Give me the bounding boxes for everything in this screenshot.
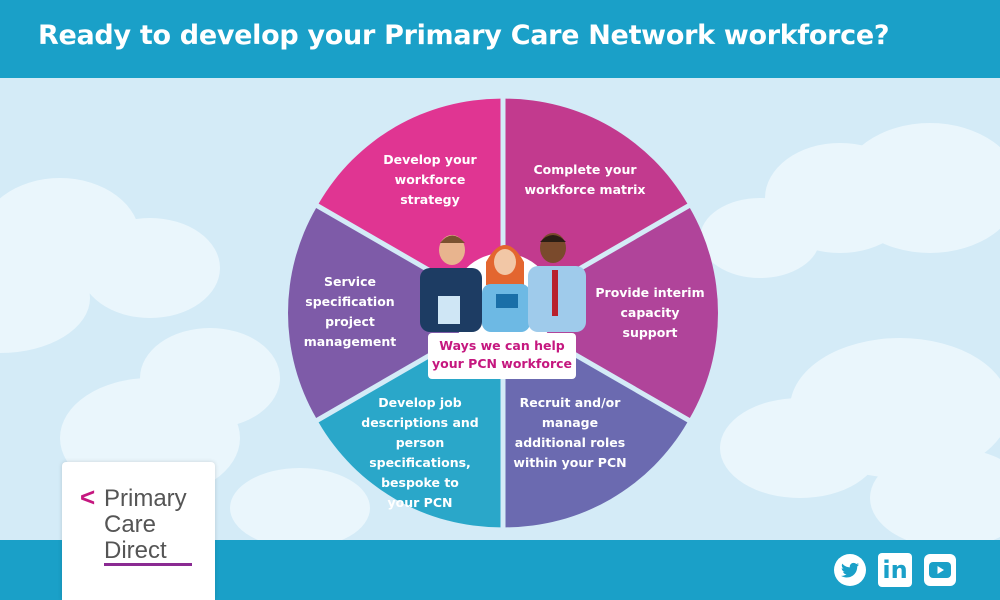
youtube-icon[interactable] (923, 553, 957, 587)
center-caption: Ways we can help your PCN workforce (428, 333, 576, 379)
segment-label-interim-capacity: Provide interim capacity support (595, 285, 705, 340)
logo-line-3: Direct (104, 537, 167, 564)
segment-job-descriptions (288, 208, 498, 418)
sky-background (0, 78, 1000, 540)
clinicians-illustration (420, 233, 586, 332)
linkedin-icon[interactable]: in (878, 553, 912, 587)
primary-care-direct-logo: < Primary Care Direct (62, 462, 215, 600)
logo-underline (104, 563, 192, 566)
center-caption-line2: your PCN workforce (432, 356, 572, 371)
logo-line-1: Primary (104, 485, 187, 512)
segment-workforce-matrix (508, 208, 719, 418)
clouds (0, 123, 1000, 540)
logo-line-2: Care (104, 511, 157, 538)
segment-label-workforce-matrix: Complete your workforce matrix (524, 162, 646, 197)
segment-label-service-specification: Service specification project management (303, 274, 397, 349)
linkedin-glyph: in (882, 556, 908, 584)
logo-chevron: < (80, 482, 96, 512)
segment-label-recruit-roles: Recruit and/or manage additional roles w… (513, 395, 627, 470)
center-caption-line1: Ways we can help (439, 338, 565, 353)
segment-label-job-descriptions: Develop job descriptions and person spec… (361, 395, 479, 510)
header-bar: Ready to develop your Primary Care Netwo… (0, 0, 1000, 78)
page-title: Ready to develop your Primary Care Netwo… (38, 20, 890, 51)
twitter-icon[interactable] (833, 553, 867, 587)
segment-label-workforce-strategy: Develop your workforce strategy (383, 152, 477, 207)
